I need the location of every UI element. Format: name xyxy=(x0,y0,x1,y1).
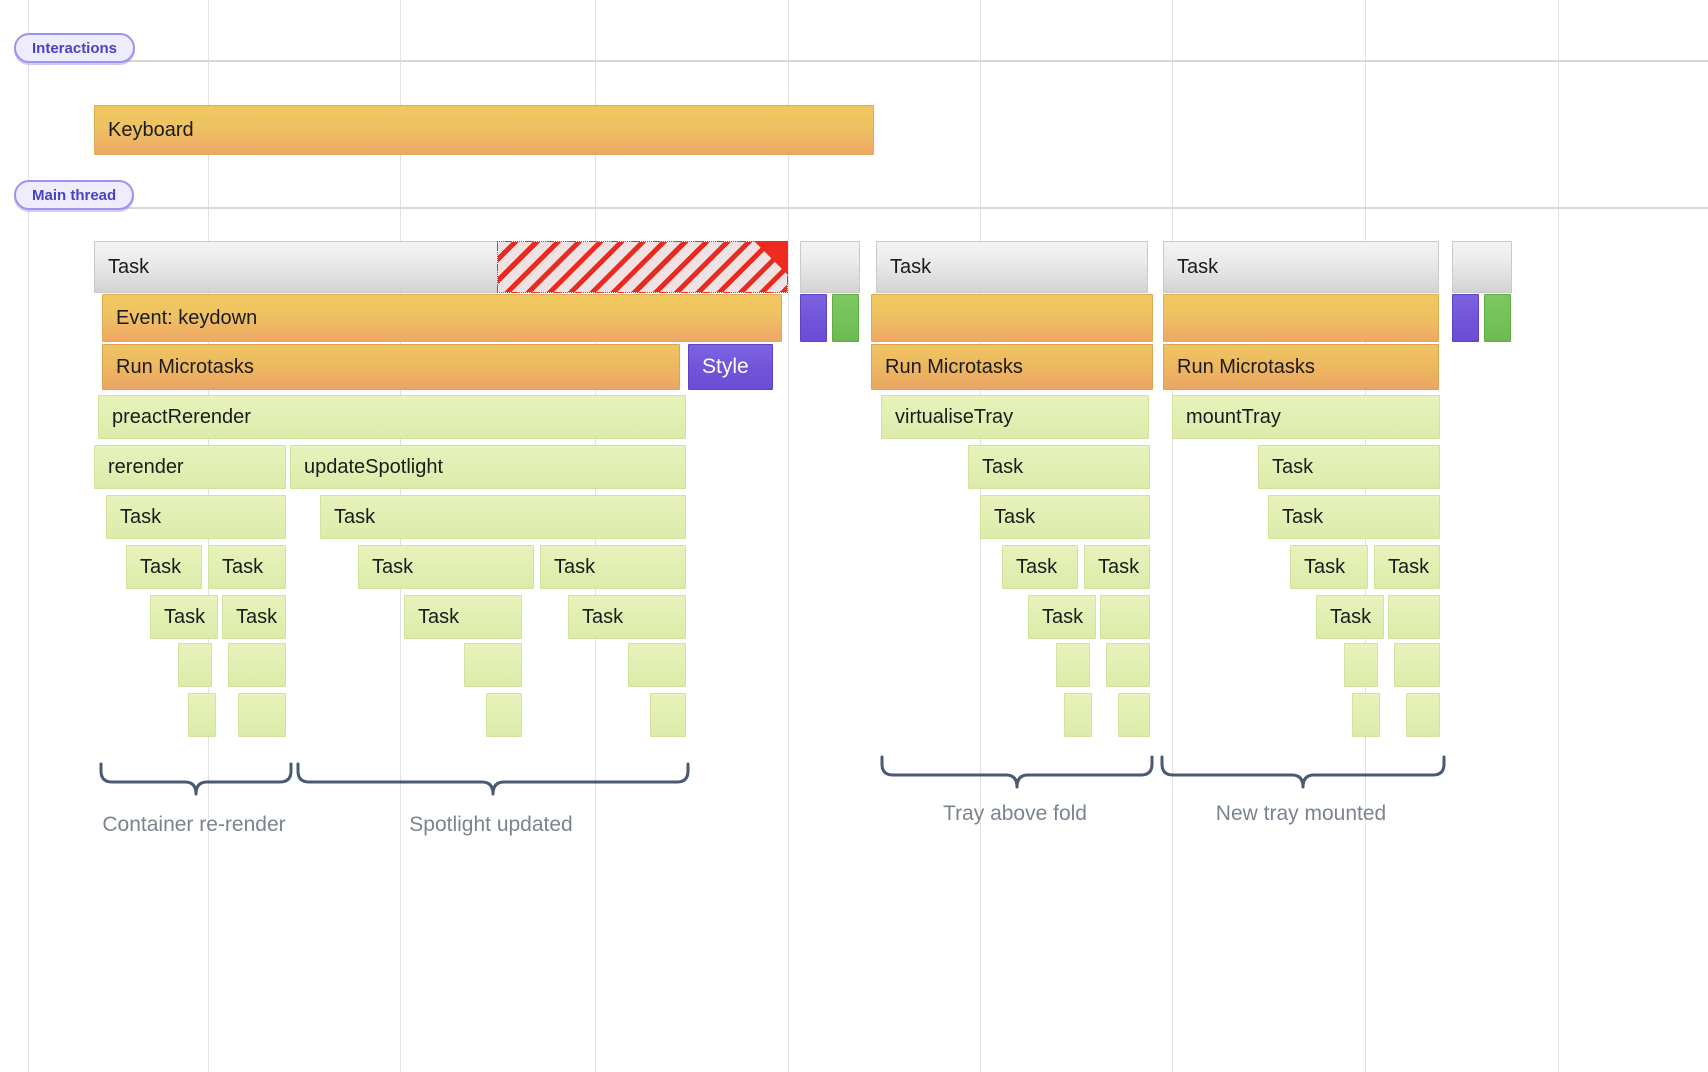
flame-bar-r2-0-run-microtasks[interactable]: Run Microtasks xyxy=(102,344,680,390)
flame-bar-r5-2-task[interactable]: Task xyxy=(980,495,1150,539)
flame-bar-r1-2-green-block[interactable] xyxy=(832,294,859,342)
flame-bar-r9-1-script-block[interactable] xyxy=(238,693,286,737)
flame-bar-r6-3-task[interactable]: Task xyxy=(540,545,686,589)
gridline-4 xyxy=(788,0,789,1072)
flame-bar-r3-1-virtualisetray[interactable]: virtualiseTray xyxy=(881,395,1149,439)
flame-bar-r2-3-run-microtasks[interactable]: Run Microtasks xyxy=(1163,344,1439,390)
gridline-8 xyxy=(1558,0,1559,1072)
long-task-warning-overlay[interactable] xyxy=(497,241,788,293)
long-task-corner-triangle-icon xyxy=(754,241,788,275)
flame-bar-r6-2-task[interactable]: Task xyxy=(358,545,534,589)
flame-bar-r4-3-task[interactable]: Task xyxy=(1258,445,1440,489)
track-rule-interactions xyxy=(28,60,1708,62)
flame-bar-r1-0-event-keydown[interactable]: Event: keydown xyxy=(102,294,782,342)
flame-bar-r8-5-script-block[interactable] xyxy=(1106,643,1150,687)
flame-bar-r8-4-script-block[interactable] xyxy=(1056,643,1090,687)
flame-bar-r8-7-script-block[interactable] xyxy=(1394,643,1440,687)
flame-bar-r9-5-script-block[interactable] xyxy=(1118,693,1150,737)
flame-bar-r9-0-script-block[interactable] xyxy=(188,693,216,737)
flame-bar-r1-3-event-block[interactable] xyxy=(871,294,1153,342)
flame-bar-r9-4-script-block[interactable] xyxy=(1064,693,1092,737)
flame-bar-r6-5-task[interactable]: Task xyxy=(1084,545,1150,589)
flame-bar-r6-4-task[interactable]: Task xyxy=(1002,545,1078,589)
flame-bar-r5-1-task[interactable]: Task xyxy=(320,495,686,539)
flame-bar-r1-4-event-block[interactable] xyxy=(1163,294,1439,342)
flame-bar-r8-6-script-block[interactable] xyxy=(1344,643,1378,687)
flame-bar-r5-0-task[interactable]: Task xyxy=(106,495,286,539)
flame-bar-r7-1-task[interactable]: Task xyxy=(222,595,286,639)
flame-bar-r7-2-task[interactable]: Task xyxy=(404,595,522,639)
flame-bar-r7-4-task[interactable]: Task xyxy=(1028,595,1096,639)
track-rule-main-thread xyxy=(28,207,1708,209)
flame-bar-r9-2-script-block[interactable] xyxy=(486,693,522,737)
track-pill-interactions[interactable]: Interactions xyxy=(14,33,136,63)
flame-bar-r1-6-green-block[interactable] xyxy=(1484,294,1511,342)
flame-bar-r8-2-script-block[interactable] xyxy=(464,643,522,687)
flame-bar-r8-3-script-block[interactable] xyxy=(628,643,686,687)
flame-bar-r7-7-script-block[interactable] xyxy=(1388,595,1440,639)
annotation-label-new-tray-mounted: New tray mounted xyxy=(1215,802,1387,825)
annotation-label-spotlight-updated: Spotlight updated xyxy=(409,813,573,836)
interaction-entry-keyboard[interactable]: Keyboard xyxy=(94,105,874,155)
flame-bar-r6-1-task[interactable]: Task xyxy=(208,545,286,589)
flame-bar-r0-4-task-block[interactable] xyxy=(1452,241,1512,293)
flame-bar-r9-7-script-block[interactable] xyxy=(1406,693,1440,737)
flame-bar-r0-2-task[interactable]: Task xyxy=(876,241,1148,293)
flame-bar-r8-0-script-block[interactable] xyxy=(178,643,212,687)
flame-bar-r4-2-task[interactable]: Task xyxy=(968,445,1150,489)
flame-bar-r2-2-run-microtasks[interactable]: Run Microtasks xyxy=(871,344,1153,390)
flame-bar-r9-3-script-block[interactable] xyxy=(650,693,686,737)
annotation-brace-3 xyxy=(1160,755,1446,791)
flame-bar-r1-1-purple-block[interactable] xyxy=(800,294,827,342)
flame-bar-r3-2-mounttray[interactable]: mountTray xyxy=(1172,395,1440,439)
gridline-6 xyxy=(1172,0,1173,1072)
flame-bar-r7-0-task[interactable]: Task xyxy=(150,595,218,639)
annotation-brace-1 xyxy=(296,762,690,798)
flame-bar-r0-3-task[interactable]: Task xyxy=(1163,241,1439,293)
annotation-brace-2 xyxy=(880,755,1154,791)
flame-bar-r9-6-script-block[interactable] xyxy=(1352,693,1380,737)
flame-bar-r1-5-purple-block[interactable] xyxy=(1452,294,1479,342)
annotation-label-tray-above-fold: Tray above fold xyxy=(943,802,1087,825)
annotation-label-container-re-render: Container re-render xyxy=(102,813,286,836)
flame-bar-r4-1-updatespotlight[interactable]: updateSpotlight xyxy=(290,445,686,489)
flame-bar-r6-6-task[interactable]: Task xyxy=(1290,545,1368,589)
flame-bar-r0-1-task-block[interactable] xyxy=(800,241,860,293)
flame-bar-r7-5-script-block[interactable] xyxy=(1100,595,1150,639)
flame-bar-r4-0-rerender[interactable]: rerender xyxy=(94,445,286,489)
flame-bar-r8-1-script-block[interactable] xyxy=(228,643,286,687)
gridline-0 xyxy=(28,0,29,1072)
track-pill-main-thread[interactable]: Main thread xyxy=(14,180,135,210)
flame-bar-r3-0-preactrerender[interactable]: preactRerender xyxy=(98,395,686,439)
flame-bar-r5-3-task[interactable]: Task xyxy=(1268,495,1440,539)
flame-bar-r2-1-style[interactable]: Style xyxy=(688,344,773,390)
flame-bar-r6-7-task[interactable]: Task xyxy=(1374,545,1440,589)
flame-bar-r7-6-task[interactable]: Task xyxy=(1316,595,1384,639)
annotation-brace-0 xyxy=(99,762,293,798)
flame-bar-r6-0-task[interactable]: Task xyxy=(126,545,202,589)
flame-bar-r7-3-task[interactable]: Task xyxy=(568,595,686,639)
